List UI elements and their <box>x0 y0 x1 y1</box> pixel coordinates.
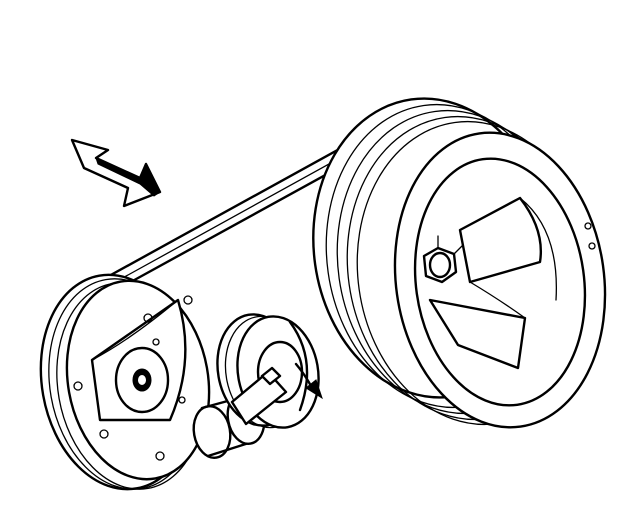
crankshaft-pulley <box>312 97 607 429</box>
rotation-direction-arrow-icon <box>294 362 323 400</box>
belt-tensioner <box>216 313 320 429</box>
crankshaft-bolt-icon <box>422 235 463 284</box>
compressor-shaft-nut-icon <box>132 368 152 392</box>
view-direction-arrow-icon <box>70 138 162 208</box>
ac-compressor-pulley <box>39 273 211 491</box>
tensioner-square-drive-icon <box>260 366 282 386</box>
